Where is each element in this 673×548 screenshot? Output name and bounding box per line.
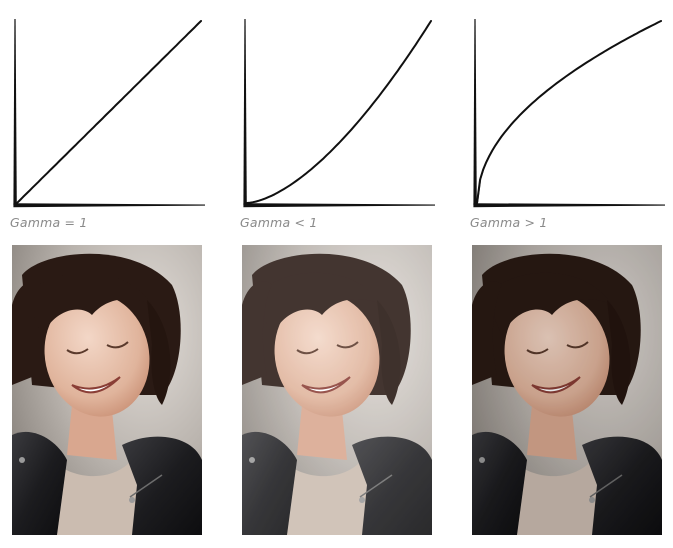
y-axis bbox=[473, 19, 477, 205]
gamma-caption: Gamma > 1 bbox=[470, 215, 548, 230]
gamma-curve-sketch-line bbox=[17, 20, 203, 203]
portrait-illustration bbox=[12, 245, 202, 535]
y-axis bbox=[243, 19, 247, 205]
axes bbox=[243, 19, 435, 208]
gamma-panel-2: Gamma < 1 bbox=[236, 0, 451, 548]
gamma-curve-chart bbox=[243, 19, 435, 208]
gamma-caption: Gamma = 1 bbox=[10, 215, 88, 230]
x-axis bbox=[243, 203, 435, 208]
portrait-illustration bbox=[242, 245, 432, 535]
portrait-illustration bbox=[472, 245, 662, 535]
gamma-panel-1: Gamma = 1 bbox=[6, 0, 221, 548]
gamma-curve-line bbox=[246, 20, 432, 204]
x-axis bbox=[473, 203, 665, 208]
gamma-curve-chart bbox=[13, 19, 206, 208]
axes bbox=[473, 19, 665, 208]
portrait-photo bbox=[12, 245, 202, 535]
axes bbox=[13, 19, 206, 208]
portrait-photo bbox=[472, 245, 662, 535]
portrait-photo bbox=[242, 245, 432, 535]
gamma-panel-3: Gamma > 1 bbox=[466, 0, 673, 548]
gamma-curve-chart bbox=[473, 19, 665, 208]
gamma-curve-sketch-line bbox=[477, 20, 662, 203]
gamma-curve-line bbox=[476, 20, 662, 204]
y-axis bbox=[13, 19, 17, 205]
gamma-caption: Gamma < 1 bbox=[240, 215, 318, 230]
gamma-curve-sketch-line bbox=[247, 20, 433, 203]
x-axis bbox=[13, 203, 206, 208]
